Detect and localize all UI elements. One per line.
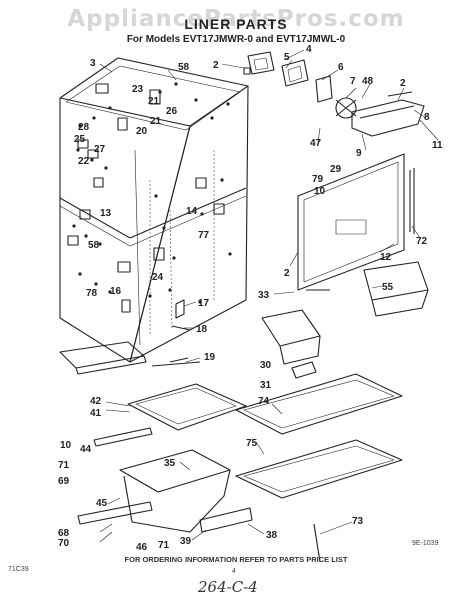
callout-35: 35 xyxy=(164,458,176,469)
callout-17: 17 xyxy=(198,298,210,309)
callout-45: 45 xyxy=(96,498,108,509)
evaporator-cover xyxy=(297,153,415,291)
callout-46: 46 xyxy=(136,542,148,553)
callout-2: 2 xyxy=(284,268,290,279)
callout-27: 27 xyxy=(94,144,106,155)
callout-4: 4 xyxy=(306,44,312,55)
callout-7: 7 xyxy=(350,76,356,87)
callout-79: 79 xyxy=(312,174,324,185)
callout-5: 5 xyxy=(284,52,290,63)
callout-69: 69 xyxy=(58,476,70,487)
callout-28: 28 xyxy=(78,122,90,133)
callout-30: 30 xyxy=(260,360,272,371)
callout-77: 77 xyxy=(198,230,210,241)
callout-11: 11 xyxy=(432,140,443,151)
callout-26: 26 xyxy=(166,106,178,117)
callout-20: 20 xyxy=(136,126,148,137)
callout-25: 25 xyxy=(74,134,86,145)
callout-10: 10 xyxy=(60,440,72,451)
callout-47: 47 xyxy=(310,138,322,149)
callout-74: 74 xyxy=(258,396,270,407)
callout-24: 24 xyxy=(152,272,164,283)
callout-58: 58 xyxy=(178,62,190,73)
callout-12: 12 xyxy=(380,252,392,263)
page-number: 4 xyxy=(232,568,236,575)
callout-9: 9 xyxy=(356,148,362,159)
callout-3: 3 xyxy=(90,58,96,69)
callout-22: 22 xyxy=(78,156,90,167)
callout-71: 71 xyxy=(158,540,170,551)
callout-44: 44 xyxy=(80,444,92,455)
callout-8: 8 xyxy=(424,112,430,123)
callout-72: 72 xyxy=(416,236,428,247)
callout-39: 39 xyxy=(180,536,192,547)
callout-75: 75 xyxy=(246,438,258,449)
diagram-subtitle: For Models EVT17JMWR-0 and EVT17JMWL-0 xyxy=(126,34,346,45)
leader-lines xyxy=(99,49,439,543)
callout-29: 29 xyxy=(330,164,342,175)
callout-19: 19 xyxy=(204,352,216,363)
callout-48: 48 xyxy=(362,76,374,87)
callout-31: 31 xyxy=(260,380,272,391)
callout-78: 78 xyxy=(86,288,98,299)
callout-13: 13 xyxy=(100,208,112,219)
callout-21: 21 xyxy=(148,96,160,107)
callout-71: 71 xyxy=(58,460,70,471)
callout-6: 6 xyxy=(338,62,344,73)
liner-cabinet xyxy=(59,57,249,363)
ordering-info-note: FOR ORDERING INFORMATION REFER TO PARTS … xyxy=(124,555,348,564)
callout-42: 42 xyxy=(90,396,102,407)
callout-33: 33 xyxy=(258,290,270,301)
callout-10: 10 xyxy=(314,186,326,197)
drawing-code-left: 71C39 xyxy=(8,566,29,573)
drawing-code-right: 9E-1039 xyxy=(412,540,439,547)
top-right-components xyxy=(243,51,425,137)
callout-2: 2 xyxy=(213,60,219,71)
callout-58: 58 xyxy=(88,240,100,251)
callout-55: 55 xyxy=(382,282,394,293)
callout-14: 14 xyxy=(186,206,198,217)
callout-70: 70 xyxy=(58,538,70,549)
handwritten-note: 264-C-4 xyxy=(198,578,258,596)
callout-2: 2 xyxy=(400,78,406,89)
callout-23: 23 xyxy=(132,84,144,95)
callout-73: 73 xyxy=(352,516,364,527)
callout-18: 18 xyxy=(196,324,208,335)
bins-and-shelves xyxy=(59,261,429,563)
watermark: AppliancePartsPros.com xyxy=(67,6,405,32)
callout-38: 38 xyxy=(266,530,278,541)
callout-21: 21 xyxy=(150,116,162,127)
callout-68: 68 xyxy=(58,528,70,539)
diagram-title: LINER PARTS xyxy=(184,16,288,32)
callout-41: 41 xyxy=(90,408,102,419)
callout-16: 16 xyxy=(110,286,122,297)
